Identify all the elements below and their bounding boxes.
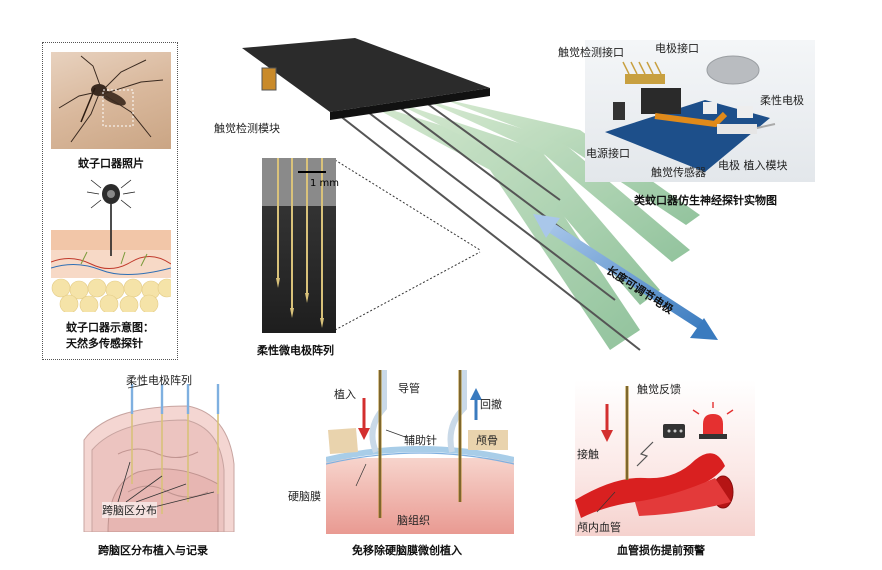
vessel-panel-caption: 血管损伤提前预警 — [617, 544, 705, 557]
microelectrode-array-photo — [262, 158, 336, 333]
microelectrode-array-caption: 柔性微电极阵列 — [257, 344, 334, 357]
electrode-port-label: 电极接口 — [655, 42, 699, 55]
mosquito-schematic-caption-1: 蚊子口器示意图： — [66, 321, 154, 334]
guide-tube-label: 导管 — [398, 382, 420, 395]
intracranial-vessel-label: 颅内血管 — [577, 521, 621, 534]
brain-panel-caption: 跨脑区分布植入与记录 — [98, 544, 208, 557]
tactile-port-label: 触觉检测接口 — [558, 46, 624, 59]
mosquito-schematic-caption-2: 天然多传感探针 — [66, 337, 143, 350]
retract-label: 回撤 — [480, 398, 502, 411]
tactile-module-label: 触觉检测模块 — [214, 122, 280, 135]
power-port-label: 电源接口 — [586, 147, 630, 160]
device-photo — [585, 40, 815, 182]
skull-label: 颅骨 — [476, 434, 498, 447]
dura-schematic — [326, 368, 514, 534]
insert-label: 植入 — [334, 388, 356, 401]
vessel-schematic — [575, 380, 755, 536]
device-photo-caption: 类蚊口器仿生神经探针实物图 — [634, 194, 777, 207]
dura-panel-caption: 免移除硬脑膜微创植入 — [352, 544, 462, 557]
flex-electrode-label: 柔性电极 — [760, 94, 804, 107]
mosquito-panel-frame — [42, 42, 178, 360]
implant-module-label: 电极 植入模块 — [718, 159, 788, 172]
contact-label: 接触 — [577, 448, 599, 461]
dura-label: 硬脑膜 — [288, 490, 321, 503]
tactile-feedback-label: 触觉反馈 — [637, 383, 681, 396]
mosquito-photo-caption: 蚊子口器照片 — [78, 157, 144, 170]
aux-needle-label: 辅助针 — [404, 434, 437, 447]
electrode-array-label: 柔性电极阵列 — [126, 374, 192, 387]
mosquito-schematic — [51, 178, 171, 312]
scale-bar-label: 1 mm — [310, 178, 340, 189]
cross-region-label: 跨脑区分布 — [102, 502, 157, 518]
brain-tissue-label: 脑组织 — [397, 514, 430, 527]
mosquito-photo — [51, 52, 171, 149]
tactile-sensor-label: 触觉传感器 — [651, 166, 706, 179]
